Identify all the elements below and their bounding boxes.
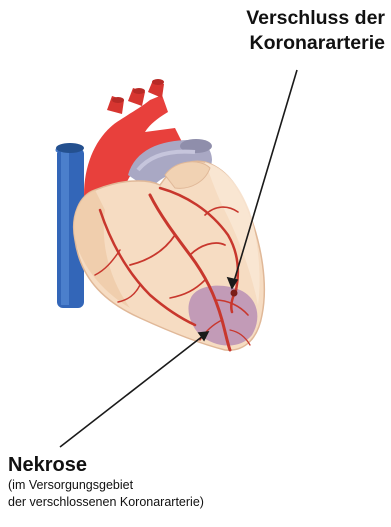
occlusion-pointer xyxy=(232,70,297,288)
occlusion-label: Verschluss der Koronararterie xyxy=(246,6,385,56)
occlusion-label-line2: Koronararterie xyxy=(246,31,385,56)
occlusion-label-line1: Verschluss der xyxy=(246,6,385,31)
occlusion-point xyxy=(231,290,238,297)
necrosis-label-line2: der verschlossenen Koronararterie) xyxy=(8,494,204,511)
necrosis-label: Nekrose (im Versorgungsgebiet der versch… xyxy=(8,453,204,510)
necrosis-label-title: Nekrose xyxy=(8,453,204,477)
necrosis-label-line1: (im Versorgungsgebiet xyxy=(8,477,204,494)
necrosis-pointer xyxy=(60,332,208,447)
